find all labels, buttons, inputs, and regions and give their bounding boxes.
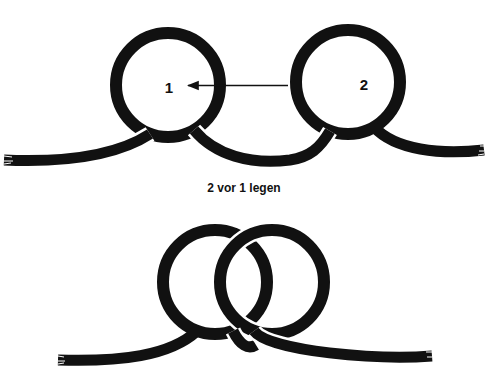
rope-strand (254, 331, 432, 357)
rope-gap (194, 130, 330, 161)
rope-loop (220, 230, 324, 334)
callout-number: 2 (360, 76, 368, 93)
callout-number: 1 (165, 79, 173, 96)
rope-strand (374, 127, 484, 152)
rope-gap (254, 331, 432, 357)
rope-strand (4, 134, 150, 161)
rope-gap (4, 134, 150, 161)
rope-strand (58, 331, 197, 360)
rope-fray (4, 146, 484, 364)
loop-number: 1 (150, 70, 188, 104)
rope-strand (194, 130, 330, 161)
instruction-text: 2 vor 1 legen (205, 181, 282, 195)
rope-loop (296, 30, 400, 134)
rope-gap (220, 230, 324, 334)
move-arrow (188, 85, 288, 87)
loop-number: 2 (288, 67, 376, 101)
